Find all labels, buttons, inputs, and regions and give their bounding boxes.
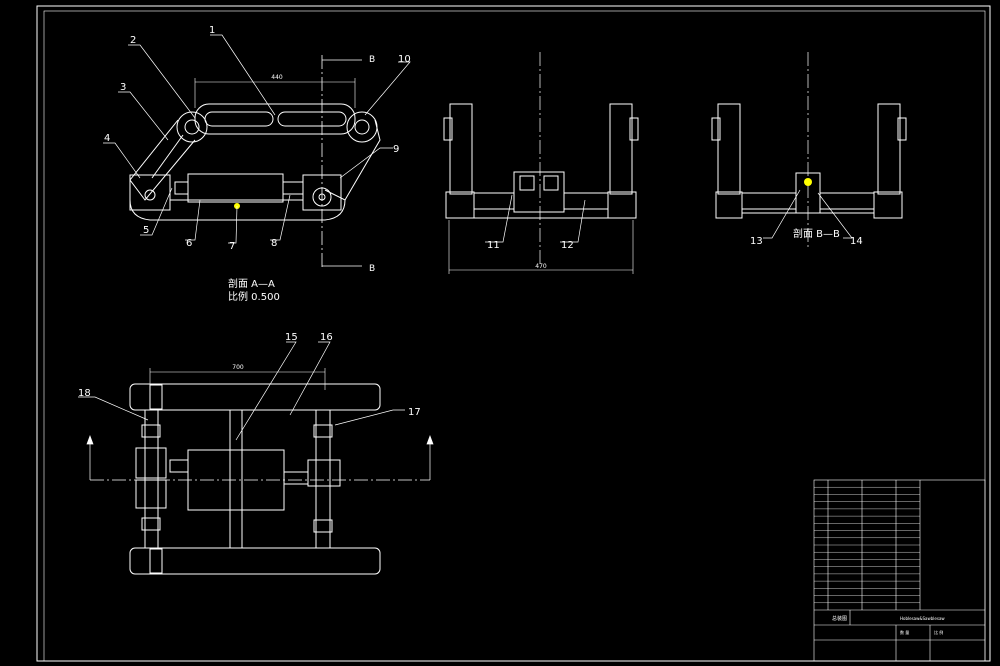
callout-3: 3 xyxy=(120,82,126,93)
plan-axis xyxy=(86,435,434,481)
callout-labels: 1 2 3 4 5 6 7 8 9 10 11 12 13 14 15 16 1… xyxy=(78,25,863,418)
dimension-440 xyxy=(194,78,356,108)
leader-lines xyxy=(78,34,853,441)
callout-6: 6 xyxy=(186,238,192,249)
dimension-700 xyxy=(149,368,326,390)
section-b-title: 剖面 B—B xyxy=(793,227,840,240)
callout-10: 10 xyxy=(398,54,411,65)
side-view xyxy=(129,103,381,221)
callout-1: 1 xyxy=(209,25,215,36)
section-a-title: 剖面 A—A xyxy=(228,277,275,290)
section-mark-b-top: B xyxy=(369,55,375,65)
dim-label-700: 700 xyxy=(232,364,244,371)
callout-18: 18 xyxy=(78,388,91,399)
title-block-label: 数 量 xyxy=(900,629,909,635)
dim-label-440: 440 xyxy=(271,74,283,81)
section-b-view xyxy=(711,52,907,250)
parts-list-rows xyxy=(814,487,920,603)
title-block-label: 总装图 xyxy=(832,615,847,622)
highlight-marker xyxy=(804,178,812,186)
callout-13: 13 xyxy=(750,236,763,247)
callout-12: 12 xyxy=(561,240,574,251)
callout-4: 4 xyxy=(104,133,110,144)
inner-border xyxy=(43,10,986,662)
callout-11: 11 xyxy=(487,240,500,251)
callout-14: 14 xyxy=(850,236,863,247)
callout-17: 17 xyxy=(408,407,421,418)
dimension-470 xyxy=(448,220,634,274)
section-line-b xyxy=(321,55,362,270)
callout-15: 15 xyxy=(285,332,298,343)
title-block-label: Hoblesaw&Sawblesaw xyxy=(900,616,945,621)
section-mark-b-bottom: B xyxy=(369,264,375,274)
front-view xyxy=(443,52,639,265)
callout-9: 9 xyxy=(393,144,399,155)
callout-8: 8 xyxy=(271,238,277,249)
dim-label-470: 470 xyxy=(535,263,547,270)
callout-7: 7 xyxy=(229,241,235,252)
callout-16: 16 xyxy=(320,332,333,343)
section-a-scale: 比例 0.500 xyxy=(228,290,280,303)
title-block-label: 比 例 xyxy=(934,629,943,635)
callout-5: 5 xyxy=(143,225,149,236)
callout-2: 2 xyxy=(130,35,136,46)
